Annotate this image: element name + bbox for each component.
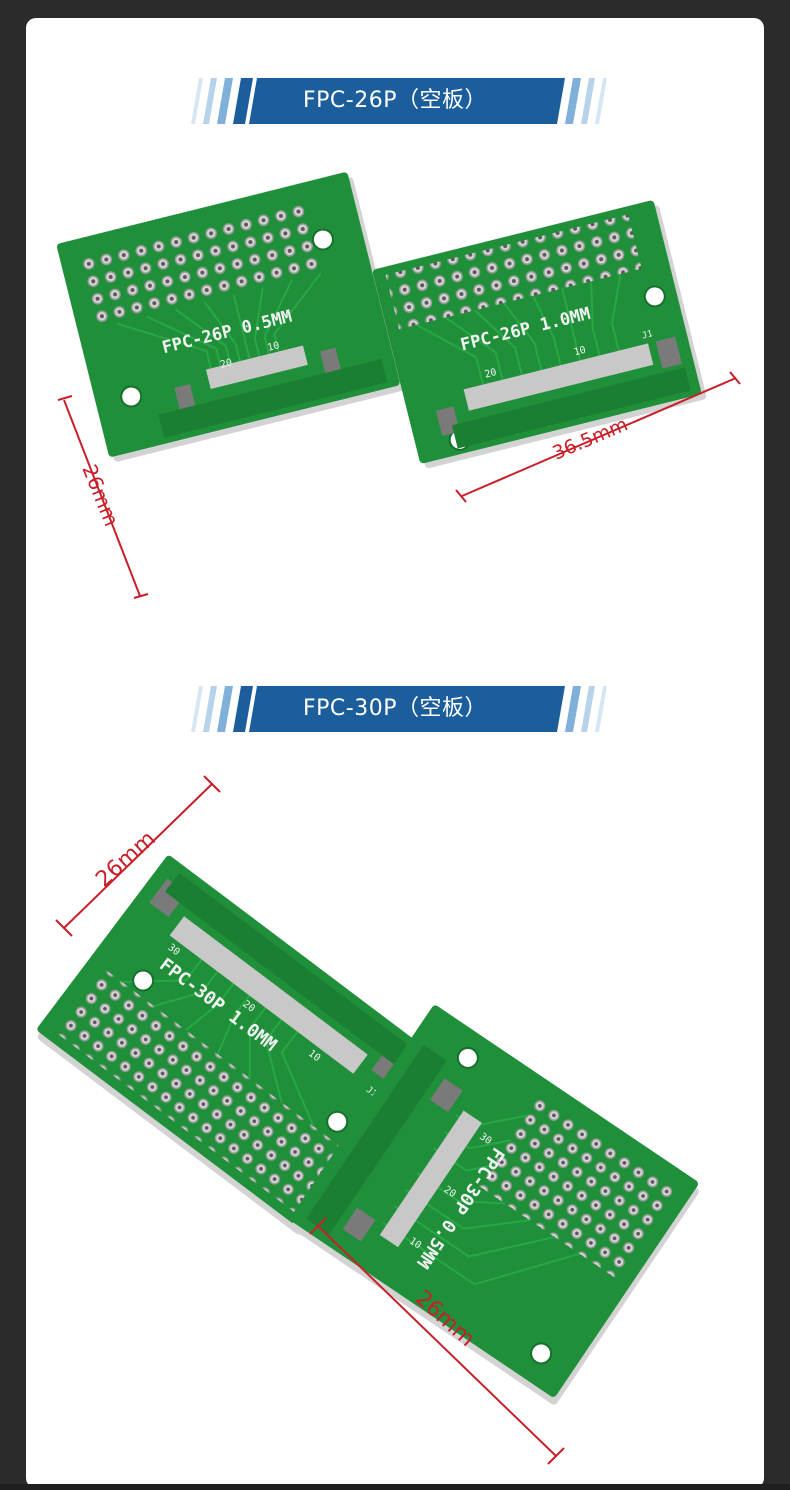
section-banner-30p: FPC-30P（空板） — [183, 686, 607, 732]
dimension-36-5mm-horizontal — [455, 371, 741, 503]
dimension-label-26mm: 26mm — [77, 461, 123, 530]
banner-stripes-graphic — [191, 78, 607, 124]
fpc-26p-05mm-board: FPC-26P 0.5MM 10 20 — [56, 172, 405, 462]
bottom-border — [0, 1484, 790, 1490]
fpc-26p-board-photo: FPC-26P 0.5MM 10 20 FPC-26P 1.0MM 10 20 … — [56, 172, 741, 599]
fpc-26p-10mm-board: FPC-26P 1.0MM 10 20 J1 — [372, 200, 707, 469]
pin-label-20: 20 — [219, 357, 233, 371]
fpc-30p-10mm-board: FPC-30P 1.0MM 30 20 10 J1 — [37, 855, 431, 1235]
banner-stripes-graphic — [191, 686, 607, 732]
dimension-26mm-upper — [55, 775, 221, 937]
section-title: FPC-26P（空板） — [303, 88, 487, 113]
pin-label-10: 10 — [573, 345, 587, 359]
fpc-30p-board-photo: FPC-30P 1.0MM 30 20 10 J1 FPC-30P 0.5MM … — [37, 775, 699, 1465]
section-banner-26p: FPC-26P（空板） — [183, 78, 607, 124]
pin-label-10: 10 — [266, 340, 280, 354]
connector-label: J1 — [641, 329, 654, 341]
pin-label-20: 20 — [484, 367, 498, 381]
fpc-30p-05mm-board: FPC-30P 0.5MM 30 20 10 — [290, 1005, 699, 1405]
dimension-26mm-lower — [309, 1217, 565, 1465]
dimension-26mm-vertical — [57, 395, 149, 599]
section-title: FPC-30P（空板） — [303, 696, 487, 721]
